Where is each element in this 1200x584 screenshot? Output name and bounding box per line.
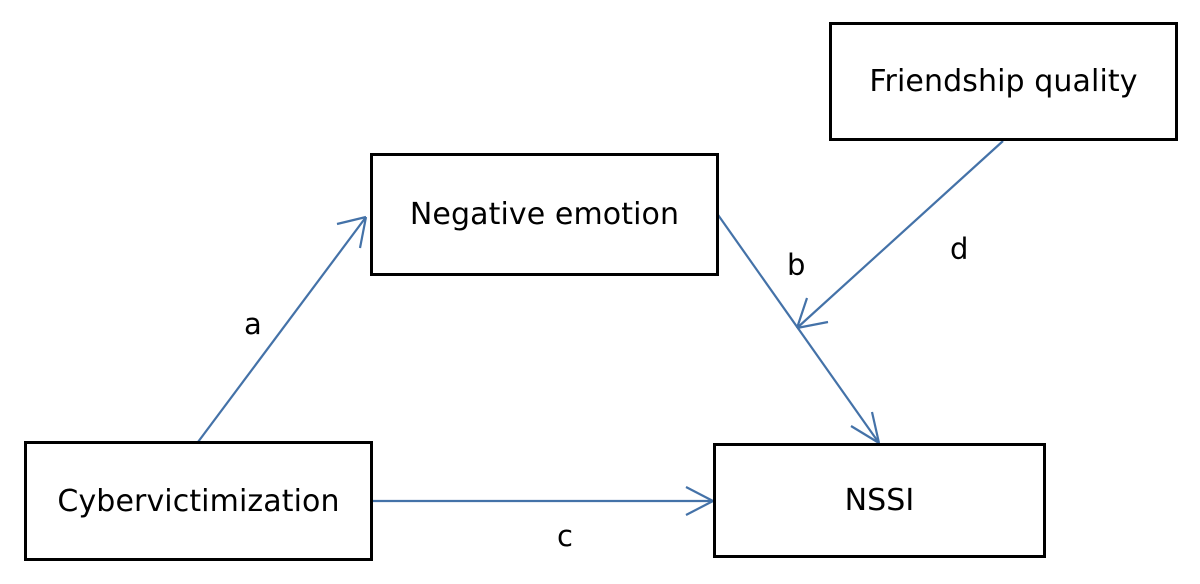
node-negative-emotion-label: Negative emotion xyxy=(409,197,680,232)
edge-label-b: b xyxy=(787,248,806,282)
node-nssi[interactable]: NSSI xyxy=(713,443,1046,558)
edge-a xyxy=(197,215,368,443)
node-cybervictimization[interactable]: Cybervictimization xyxy=(24,441,373,561)
edge-label-a: a xyxy=(244,307,262,341)
node-friendship-quality[interactable]: Friendship quality xyxy=(829,22,1178,141)
node-nssi-label: NSSI xyxy=(844,483,915,518)
edge-c xyxy=(373,486,714,516)
node-negative-emotion[interactable]: Negative emotion xyxy=(370,153,719,276)
edge-d xyxy=(795,140,1004,330)
node-friendship-quality-label: Friendship quality xyxy=(869,64,1138,99)
node-cybervictimization-label: Cybervictimization xyxy=(57,483,340,519)
edge-label-c: c xyxy=(557,519,573,553)
edge-label-d: d xyxy=(950,232,969,266)
